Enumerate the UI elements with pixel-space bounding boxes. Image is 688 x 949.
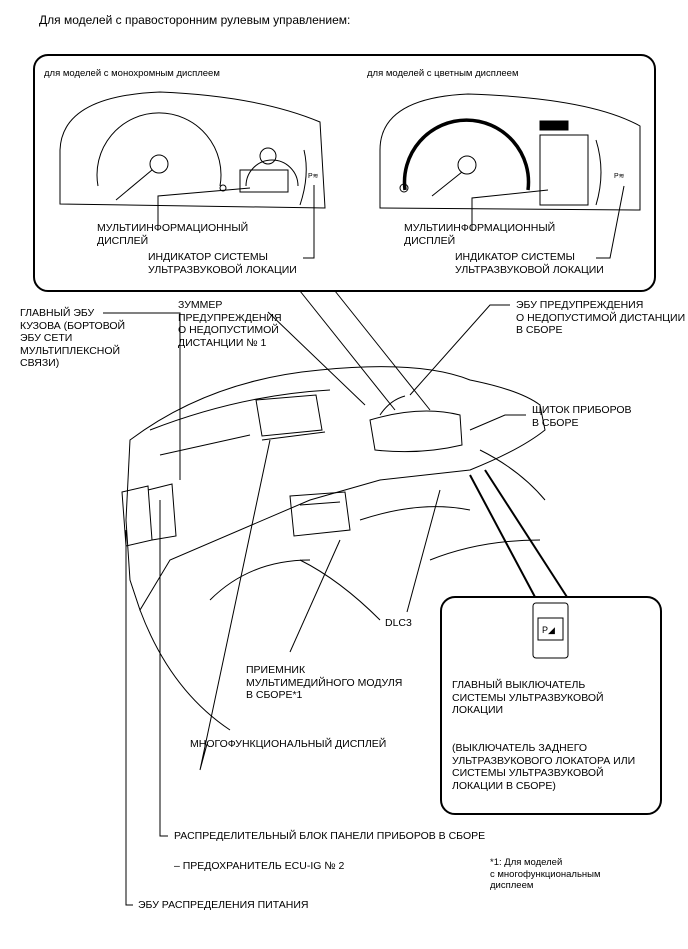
color-multi-display-label: МУЛЬТИИНФОРМАЦИОННЫЙ ДИСПЛЕЙ (404, 222, 556, 247)
sonar-switch-drawing (532, 602, 569, 659)
color-heading: для моделей с цветным дисплеем (367, 68, 519, 79)
combination-meter-label: ЩИТОК ПРИБОРОВ В СБОРЕ (532, 404, 632, 429)
color-indicator-label: ИНДИКАТОР СИСТЕМЫ УЛЬТРАЗВУКОВОЙ ЛОКАЦИИ (455, 251, 604, 276)
dlc3-label: DLC3 (385, 617, 412, 629)
switch-inset-frame (440, 596, 662, 815)
color-indicator-glyph: P≋ (614, 173, 625, 180)
junction-block-label: РАСПРЕДЕЛИТЕЛЬНЫЙ БЛОК ПАНЕЛИ ПРИБОРОВ В… (174, 830, 486, 842)
mono-multi-display-label: МУЛЬТИИНФОРМАЦИОННЫЙ ДИСПЛЕЙ (97, 222, 249, 247)
meter-inset-frame (33, 54, 656, 292)
mono-heading: для моделей с монохромным дисплеем (44, 68, 220, 79)
color-cluster-drawing (379, 93, 641, 211)
fuse-label: – ПРЕДОХРАНИТЕЛЬ ECU-IG № 2 (174, 860, 345, 872)
switch-glyph: P◢ (542, 625, 555, 635)
power-ecu-label: ЭБУ РАСПРЕДЕЛЕНИЯ ПИТАНИЯ (138, 899, 309, 911)
switch-main-label: ГЛАВНЫЙ ВЫКЛЮЧАТЕЛЬ СИСТЕМЫ УЛЬТРАЗВУКОВ… (452, 679, 604, 716)
page-title: Для моделей с правосторонним рулевым упр… (39, 13, 351, 27)
mono-indicator-label: ИНДИКАТОР СИСТЕМЫ УЛЬТРАЗВУКОВОЙ ЛОКАЦИИ (148, 251, 297, 276)
mono-cluster-drawing (59, 91, 326, 209)
main-body-ecu-label: ГЛАВНЫЙ ЭБУ КУЗОВА (БОРТОВОЙ ЭБУ СЕТИ МУ… (20, 307, 126, 369)
buzzer-label: ЗУММЕР ПРЕДУПРЕЖДЕНИЯ О НЕДОПУСТИМОЙ ДИС… (178, 299, 282, 349)
radio-receiver-label: ПРИЕМНИК МУЛЬТИМЕДИЙНОГО МОДУЛЯ В СБОРЕ*… (246, 664, 403, 701)
multi-display-label: МНОГОФУНКЦИОНАЛЬНЫЙ ДИСПЛЕЙ (190, 738, 387, 750)
switch-note-label: (ВЫКЛЮЧАТЕЛЬ ЗАДНЕГО УЛЬТРАЗВУКОВОГО ЛОК… (452, 742, 636, 792)
mono-indicator-glyph: P≋ (308, 173, 319, 180)
clearance-ecu-label: ЭБУ ПРЕДУПРЕЖДЕНИЯ О НЕДОПУСТИМОЙ ДИСТАН… (516, 299, 686, 336)
dashboard-drawing (121, 366, 546, 731)
footnote: *1: Для моделей с многофункциональным ди… (490, 857, 601, 891)
